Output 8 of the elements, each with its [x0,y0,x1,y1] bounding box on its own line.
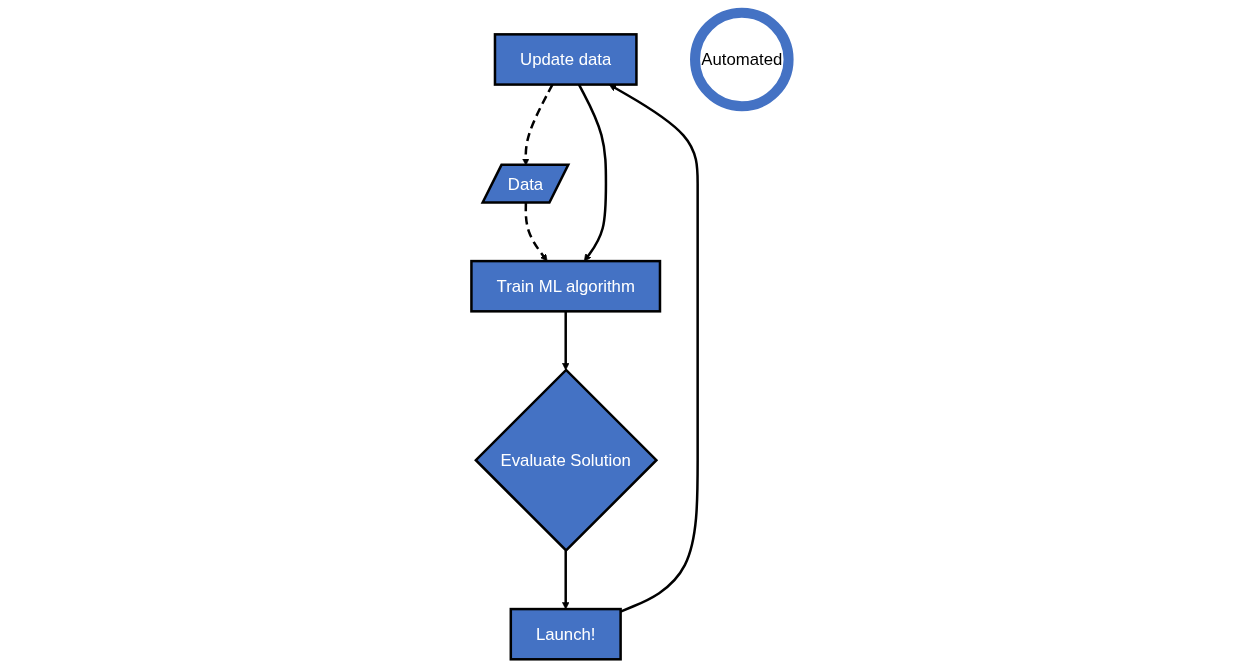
arrow [562,550,570,609]
node-box: Train ML algorithm [470,259,662,313]
node-box: Update data [493,32,638,86]
arrow [562,310,570,370]
node-box: Launch! [509,607,622,661]
arrow [524,202,548,261]
node-diamond: Evaluate Solution [474,367,659,552]
node-circle: Automated [690,7,794,111]
